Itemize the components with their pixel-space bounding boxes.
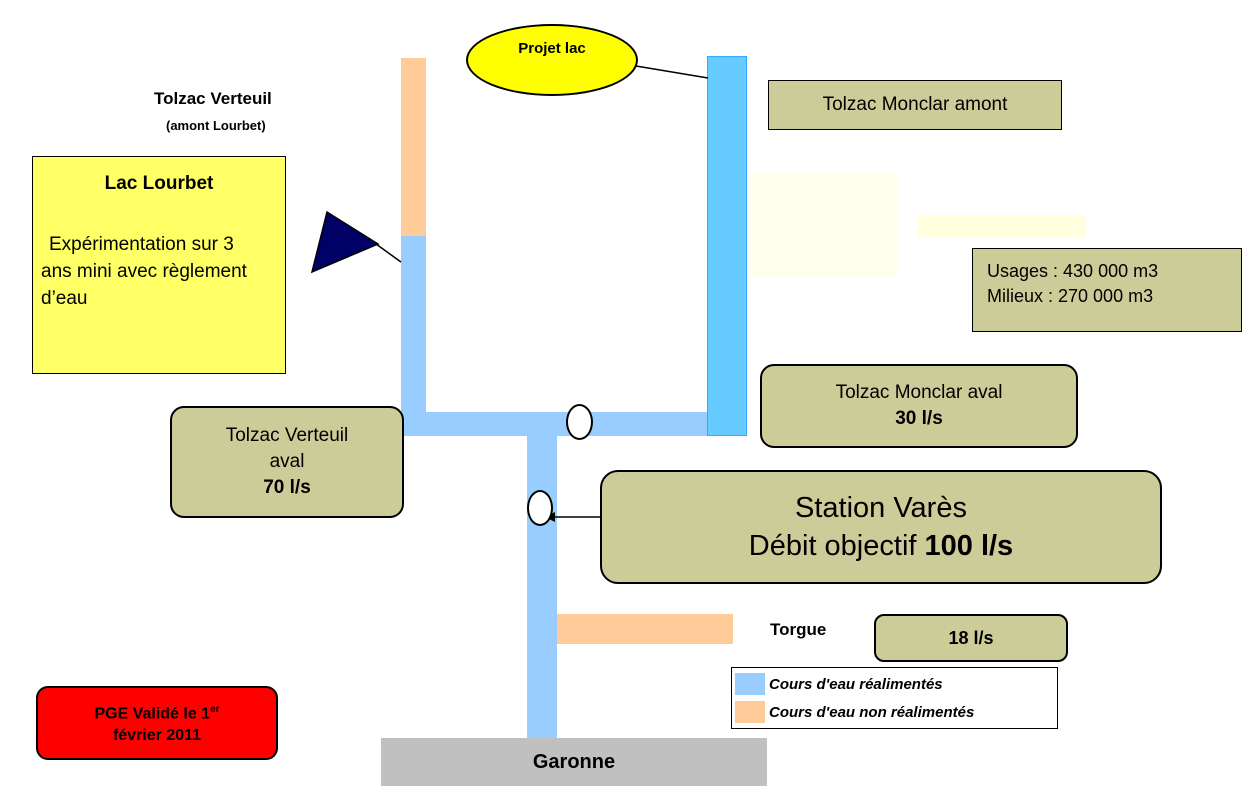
pale-block-small: [918, 215, 1086, 237]
tolzac-monclar-river: [707, 56, 747, 436]
volumes-usages: Usages : 430 000 m3: [987, 261, 1159, 281]
pge-line1-sup: er: [210, 703, 220, 715]
tolzac-verteuil-aval-flow: 70 l/s: [263, 477, 311, 498]
legend-label-non-realimentes: Cours d'eau non réalimentés: [769, 703, 975, 721]
tolzac-verteuil-aval-name2: aval: [269, 451, 305, 472]
projet-lac-ellipse: Projet lac: [466, 24, 638, 96]
tolzac-verteuil-title: Tolzac Verteuil: [154, 89, 272, 108]
flag-connector: [375, 243, 402, 263]
projet-lac-connector: [635, 65, 709, 79]
torgue-river: [557, 614, 733, 644]
tolzac-verteuil-upstream-river: [401, 58, 426, 236]
tolzac-monclar-aval-flow: 30 l/s: [895, 408, 943, 429]
torgue-flow: 18 l/s: [948, 627, 994, 648]
tolzac-monclar-aval-name: Tolzac Monclar aval: [835, 382, 1003, 403]
station-vares-objective: Débit objectif 100 l/s: [749, 527, 1013, 565]
legend-swatch-blue: [735, 673, 765, 695]
tolzac-verteuil-river: [401, 236, 426, 436]
volumes-milieux: Milieux : 270 000 m3: [987, 286, 1154, 306]
main-river-segment: [527, 436, 557, 738]
pge-line1: PGE Validé le 1er: [94, 699, 219, 725]
garonne-box: Garonne: [381, 738, 767, 786]
garonne-label: Garonne: [532, 750, 616, 773]
torgue-flow-box: 18 l/s: [874, 614, 1068, 662]
legend: Cours d'eau réalimentés Cours d'eau non …: [731, 667, 1058, 729]
tolzac-monclar-aval-box: Tolzac Monclar aval 30 l/s: [760, 364, 1078, 448]
station-vares-objective-label: Débit objectif: [748, 530, 925, 562]
vares-measure-point: [527, 490, 553, 526]
tolzac-monclar-amont-label: Tolzac Monclar amont: [822, 94, 1008, 115]
lac-lourbet-title: Lac Lourbet: [104, 173, 214, 194]
junction-measure-point: [566, 404, 593, 440]
lac-lourbet-flag-icon: [310, 210, 380, 274]
volumes-box: Usages : 430 000 m3 Milieux : 270 000 m3: [972, 248, 1242, 332]
pge-line2: février 2011: [112, 727, 202, 745]
lac-lourbet-text: Expérimentation sur 3 ans mini avec règl…: [41, 234, 247, 309]
legend-row-realimentes: Cours d'eau réalimentés: [732, 670, 1057, 698]
pge-box: PGE Validé le 1er février 2011: [36, 686, 278, 760]
station-vares-name: Station Varès: [795, 492, 967, 524]
tolzac-verteuil-subtitle: (amont Lourbet): [166, 118, 266, 133]
legend-swatch-orange: [735, 701, 765, 723]
torgue-label: Torgue: [770, 620, 827, 639]
tolzac-verteuil-aval-box: Tolzac Verteuil aval 70 l/s: [170, 406, 404, 518]
pge-line1-text: PGE Validé le 1: [94, 705, 211, 723]
projet-lac-label: Projet lac: [518, 40, 586, 57]
lac-lourbet-box: Lac Lourbet Expérimentation sur 3 ans mi…: [32, 156, 286, 374]
junction-river: [401, 412, 711, 436]
legend-label-realimentes: Cours d'eau réalimentés: [769, 675, 943, 693]
pale-block-large: [750, 173, 897, 277]
station-vares-flow: 100 l/s: [924, 530, 1014, 562]
tolzac-monclar-amont-box: Tolzac Monclar amont: [768, 80, 1062, 130]
station-vares-box: Station Varès Débit objectif 100 l/s: [600, 470, 1162, 584]
tolzac-verteuil-aval-name1: Tolzac Verteuil: [225, 425, 349, 446]
legend-row-non-realimentes: Cours d'eau non réalimentés: [732, 698, 1057, 726]
